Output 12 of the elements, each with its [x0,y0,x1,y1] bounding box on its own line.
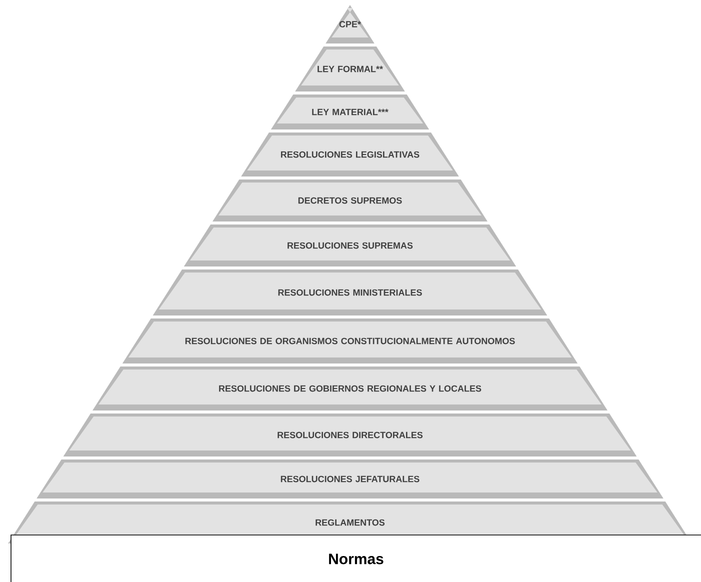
pyramid-level: LEY FORMAL** [295,46,405,92]
pyramid-level: RESOLUCIONES LEGISLATIVAS [241,132,459,176]
pyramid-level: RESOLUCIONES SUPREMAS [184,224,516,266]
caption-box: Normas [10,534,701,582]
pyramid-level: RESOLUCIONES DIRECTORALES [63,414,637,456]
pyramid-level: RESOLUCIONES DE ORGANISMOS CONSTITUCIONALMENTE AUTONOMOS [122,318,578,364]
pyramid-level: RESOLUCIONES JEFATURALES [36,460,664,498]
pyramid-level: LEY MATERIAL*** [270,94,430,130]
pyramid-level: DECRETOS SUPREMOS [212,180,488,222]
pyramid-level: RESOLUCIONES MINISTERIALES [152,270,548,316]
pyramid-level: CPE* [326,5,374,44]
pyramid-level: RESOLUCIONES DE GOBIERNOS REGIONALES Y LOCALES [92,366,608,410]
